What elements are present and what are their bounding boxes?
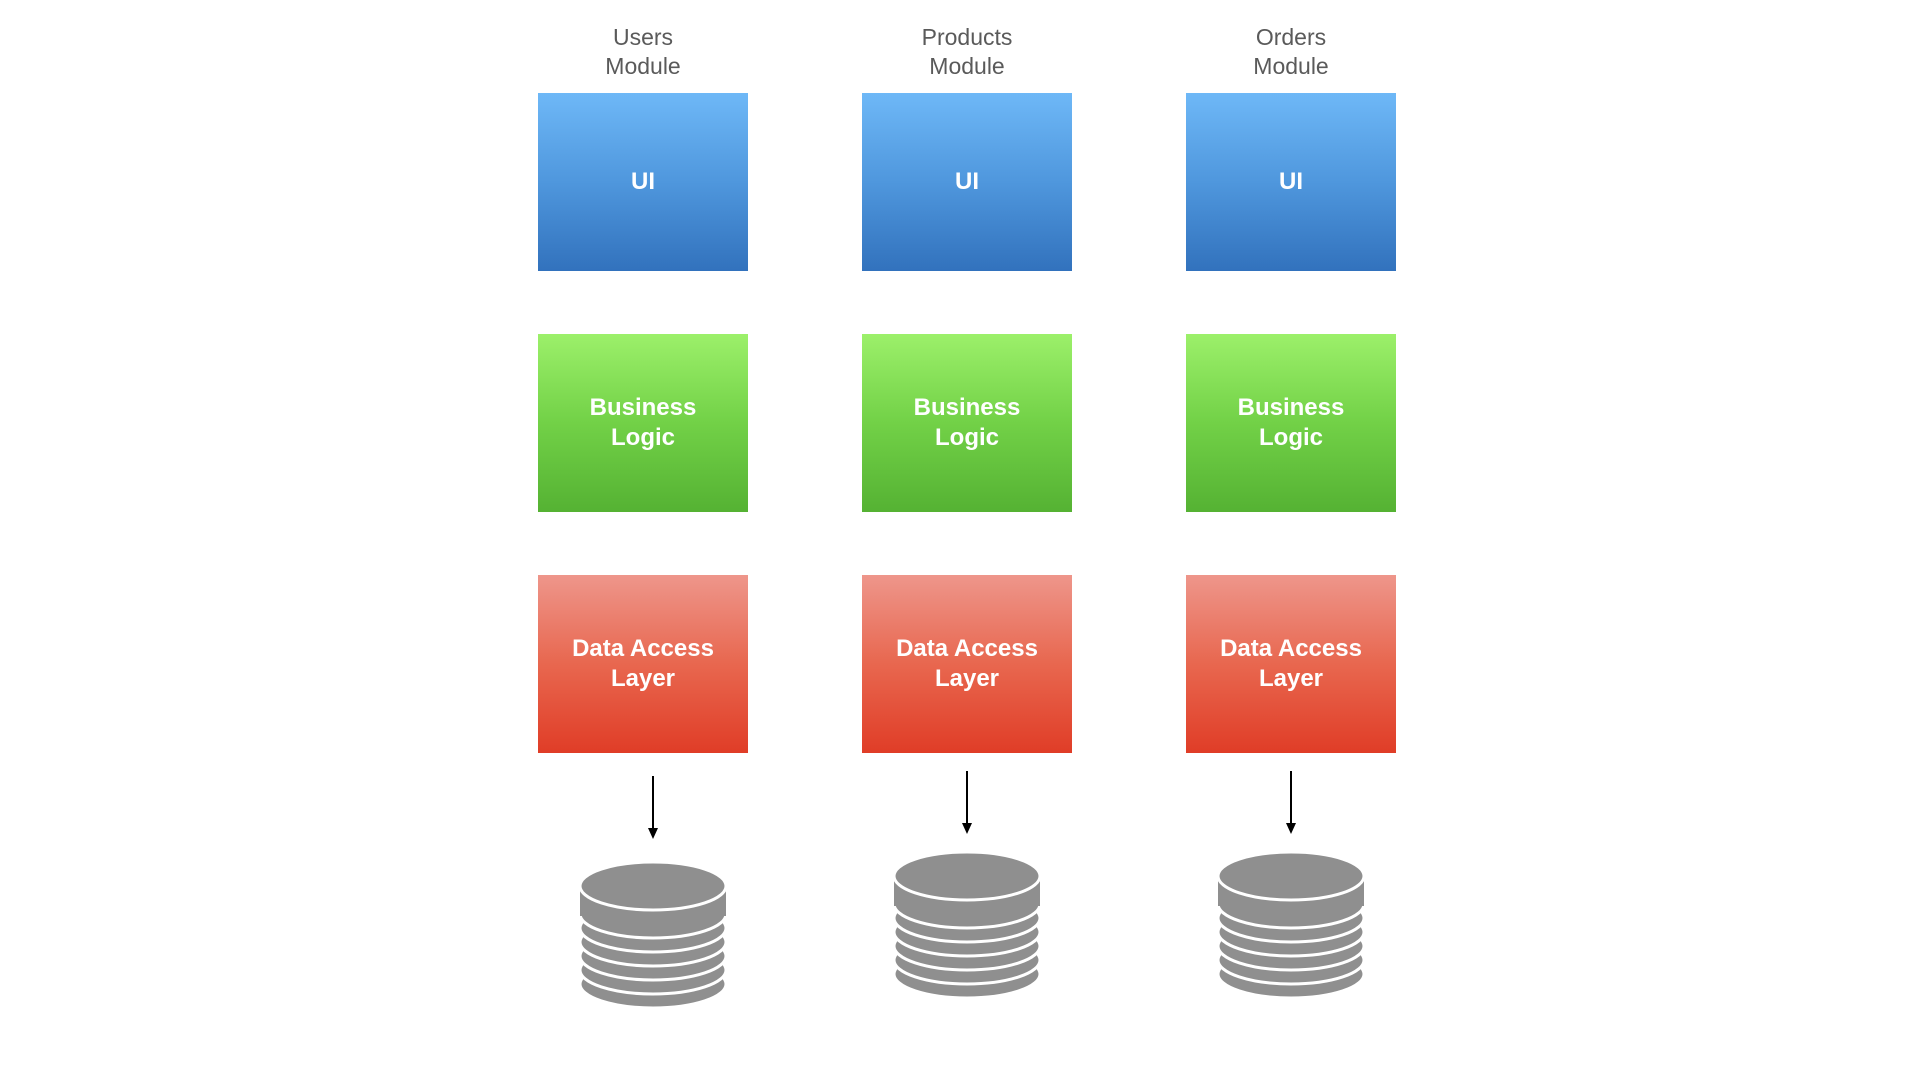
data-access-label-line1: Data Access xyxy=(896,635,1038,662)
data-access-box-orders: Data Access Layer xyxy=(1186,575,1396,753)
module-title-line1: Users xyxy=(612,24,674,50)
module-title-line2: Module xyxy=(605,53,681,79)
data-access-label-line2: Layer xyxy=(1258,665,1324,692)
module-title-users: Users Module xyxy=(538,23,748,81)
data-access-label: Data Access Layer xyxy=(878,634,1056,694)
ui-box-products: UI xyxy=(862,93,1072,271)
module-title-line1: Products xyxy=(921,24,1013,50)
ui-box-users: UI xyxy=(538,93,748,271)
data-access-label: Data Access Layer xyxy=(1202,634,1380,694)
module-title-line2: Module xyxy=(1253,53,1329,79)
module-title-line2: Module xyxy=(929,53,1005,79)
data-access-label-line1: Data Access xyxy=(1220,635,1362,662)
ui-box-orders: UI xyxy=(1186,93,1396,271)
business-logic-label: Business Logic xyxy=(913,394,1021,451)
data-access-label: Data Access Layer xyxy=(554,634,732,694)
business-logic-box-orders: Business Logic xyxy=(1186,334,1396,512)
business-logic-label: Business Logic xyxy=(589,394,697,451)
business-logic-label: Business Logic xyxy=(1237,394,1345,451)
ui-label: UI xyxy=(1279,168,1303,195)
data-access-label-line1: Data Access xyxy=(572,635,714,662)
business-logic-box-users: Business Logic xyxy=(538,334,748,512)
module-title-line1: Orders xyxy=(1255,24,1327,50)
ui-label: UI xyxy=(955,168,979,195)
arrow-down-icon xyxy=(1286,771,1296,834)
data-access-label-line2: Layer xyxy=(934,665,1000,692)
data-access-label-line2: Layer xyxy=(610,665,676,692)
ui-label: UI xyxy=(631,168,655,195)
database-icon xyxy=(892,850,1042,1000)
database-icon xyxy=(578,860,728,1010)
arrow-down-icon xyxy=(962,771,972,834)
data-access-box-users: Data Access Layer xyxy=(538,575,748,753)
database-icon xyxy=(1216,850,1366,1000)
module-title-products: Products Module xyxy=(862,23,1072,81)
module-title-orders: Orders Module xyxy=(1186,23,1396,81)
business-logic-box-products: Business Logic xyxy=(862,334,1072,512)
data-access-box-products: Data Access Layer xyxy=(862,575,1072,753)
arrow-down-icon xyxy=(648,776,658,839)
